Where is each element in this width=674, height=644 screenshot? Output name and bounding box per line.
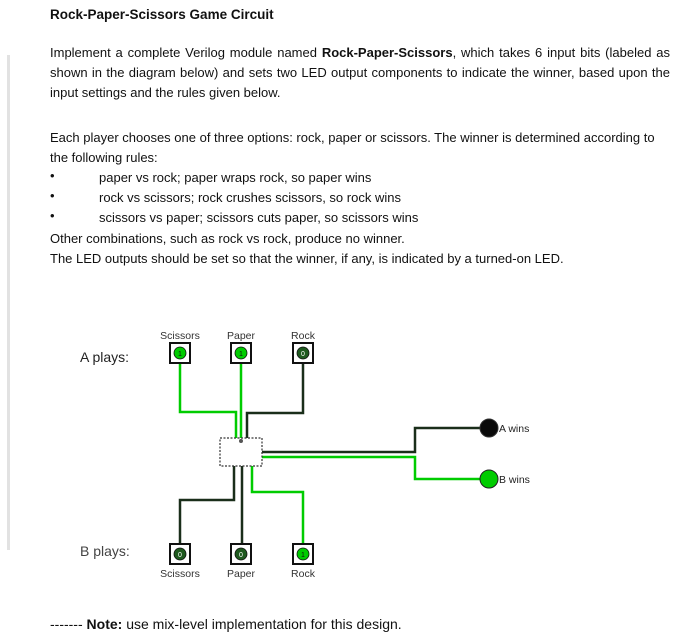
module-name: Rock-Paper-Scissors bbox=[321, 45, 453, 60]
wire-a-wins bbox=[262, 426, 482, 454]
led-outputs-text: The LED outputs should be set so that th… bbox=[50, 251, 564, 266]
bottom-label-scissors: Scissors bbox=[160, 568, 200, 580]
svg-text:0: 0 bbox=[301, 351, 305, 358]
wire-b-scissors bbox=[178, 466, 236, 544]
rule-item: scissors vs paper; scissors cuts paper, … bbox=[99, 210, 419, 225]
note-text: use mix-level implementation for this de… bbox=[122, 616, 402, 632]
b-wins-label: B wins bbox=[499, 474, 530, 486]
circuit-diagram: A plays: B plays: Scissors Paper Rock Sc… bbox=[80, 330, 530, 580]
wire-a-rock bbox=[245, 364, 305, 438]
svg-text:1: 1 bbox=[178, 351, 182, 358]
a-wins-label: A wins bbox=[499, 423, 529, 435]
left-margin-bar bbox=[7, 55, 10, 550]
intro-before: Implement a complete Verilog module name… bbox=[50, 45, 322, 60]
note-line: ------- Note: use mix-level implementati… bbox=[50, 616, 402, 632]
svg-text:1: 1 bbox=[239, 351, 243, 358]
other-combinations-text: Other combinations, such as rock vs rock… bbox=[50, 231, 405, 246]
rules-intro: Each player chooses one of three options… bbox=[50, 130, 655, 165]
b-plays-label: B plays: bbox=[80, 543, 130, 559]
input-b-paper: 0 bbox=[230, 543, 252, 565]
bottom-label-rock: Rock bbox=[291, 568, 316, 580]
svg-text:0: 0 bbox=[239, 552, 243, 559]
top-label-rock: Rock bbox=[291, 330, 316, 342]
input-b-rock: 1 bbox=[292, 543, 314, 565]
top-label-paper: Paper bbox=[227, 330, 256, 342]
input-a-paper: 1 bbox=[230, 342, 252, 364]
intro-after: , which takes 6 input bits (labeled as s… bbox=[50, 45, 670, 100]
input-a-scissors: 1 bbox=[169, 342, 191, 364]
logic-block-pin bbox=[239, 439, 243, 443]
rule-item: rock vs scissors; rock crushes scissors,… bbox=[99, 190, 401, 205]
page-title: Rock-Paper-Scissors Game Circuit bbox=[50, 7, 274, 22]
b-wins-led bbox=[479, 469, 499, 489]
svg-text:0: 0 bbox=[178, 552, 182, 559]
wire-b-wins bbox=[262, 455, 482, 481]
intro-paragraph: Implement a complete Verilog module name… bbox=[50, 43, 670, 103]
note-dashes: ------- bbox=[50, 616, 87, 632]
input-b-scissors: 0 bbox=[169, 543, 191, 565]
note-label: Note: bbox=[86, 616, 123, 632]
top-label-scissors: Scissors bbox=[160, 330, 200, 342]
bullet-2: • bbox=[50, 188, 55, 203]
input-a-rock: 0 bbox=[292, 342, 314, 364]
wire-b-rock bbox=[250, 466, 305, 544]
rule-item: paper vs rock; paper wraps rock, so pape… bbox=[99, 170, 372, 185]
bottom-label-paper: Paper bbox=[227, 568, 256, 580]
svg-text:1: 1 bbox=[301, 552, 305, 559]
bullet-1: • bbox=[50, 168, 55, 183]
bullet-3: • bbox=[50, 208, 55, 223]
a-wins-led bbox=[479, 418, 499, 438]
wire-a-scissors bbox=[178, 364, 238, 438]
a-plays-label: A plays: bbox=[80, 349, 129, 365]
